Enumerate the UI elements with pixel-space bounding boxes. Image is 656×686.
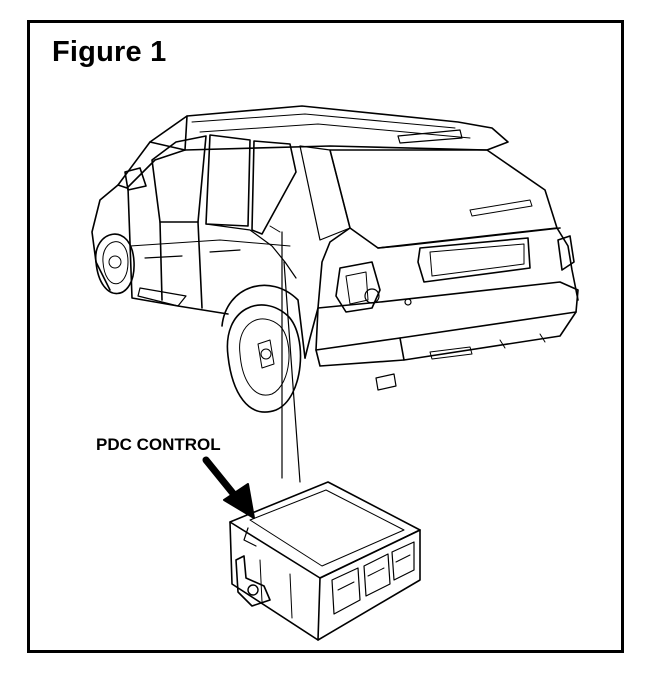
callout-arrow	[202, 456, 255, 519]
vehicle-illustration	[91, 105, 579, 413]
figure-title: Figure 1	[52, 36, 167, 68]
pdc-control-module	[229, 481, 421, 641]
pdc-control-label: PDC CONTROL	[96, 435, 221, 454]
figure-frame	[27, 20, 624, 653]
leader-lines	[281, 231, 301, 483]
